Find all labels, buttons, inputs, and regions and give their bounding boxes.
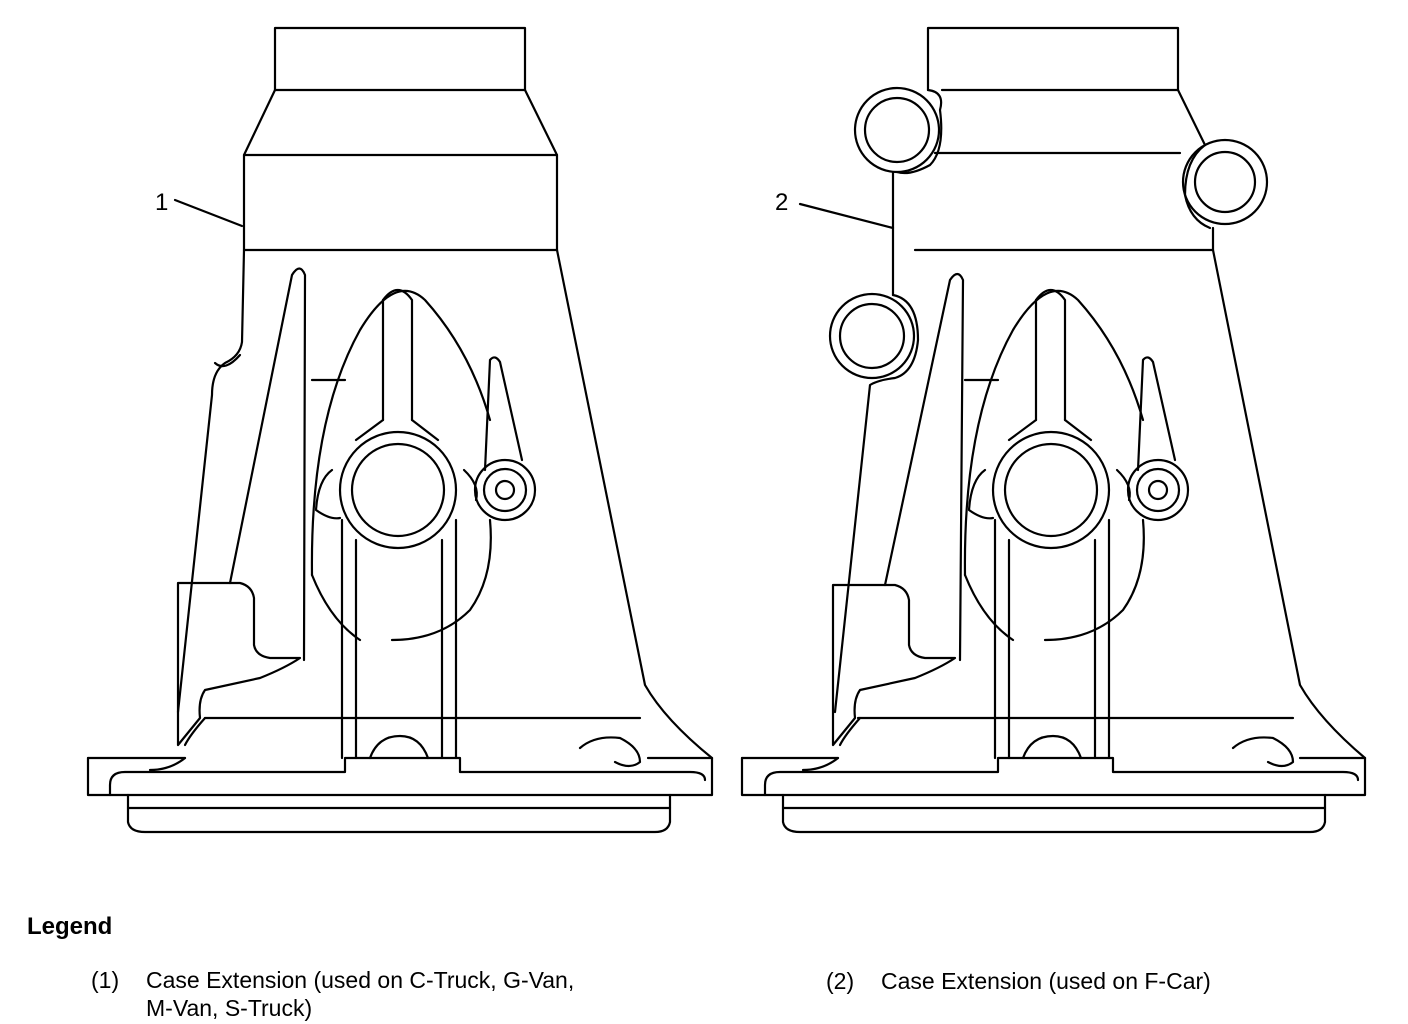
- case-extension-f-car: [740, 26, 1367, 834]
- callout-label-2: 2: [775, 189, 788, 216]
- callout-label-1: 1: [155, 189, 168, 216]
- callout-2: 2: [775, 189, 895, 230]
- case-extension-diagram: 1 2: [86, 26, 1367, 834]
- legend-item-text: Case Extension (used on C-Truck, G-Van, …: [146, 966, 746, 1022]
- case-extension-c-truck: [86, 26, 714, 834]
- callout-leader-2: [798, 202, 895, 230]
- legend-item-text: Case Extension (used on F-Car): [881, 967, 1408, 995]
- legend-item-line: M-Van, S-Truck): [146, 995, 313, 1021]
- legend-item-line: Case Extension (used on F-Car): [881, 968, 1211, 994]
- legend-item-number: (2): [826, 968, 855, 994]
- legend-item-number: (1): [91, 967, 120, 993]
- legend-item-line: Case Extension (used on C-Truck, G-Van,: [146, 967, 575, 993]
- callout-leader-1: [173, 198, 244, 228]
- legend-title: Legend: [27, 913, 113, 940]
- callout-1: 1: [155, 189, 244, 228]
